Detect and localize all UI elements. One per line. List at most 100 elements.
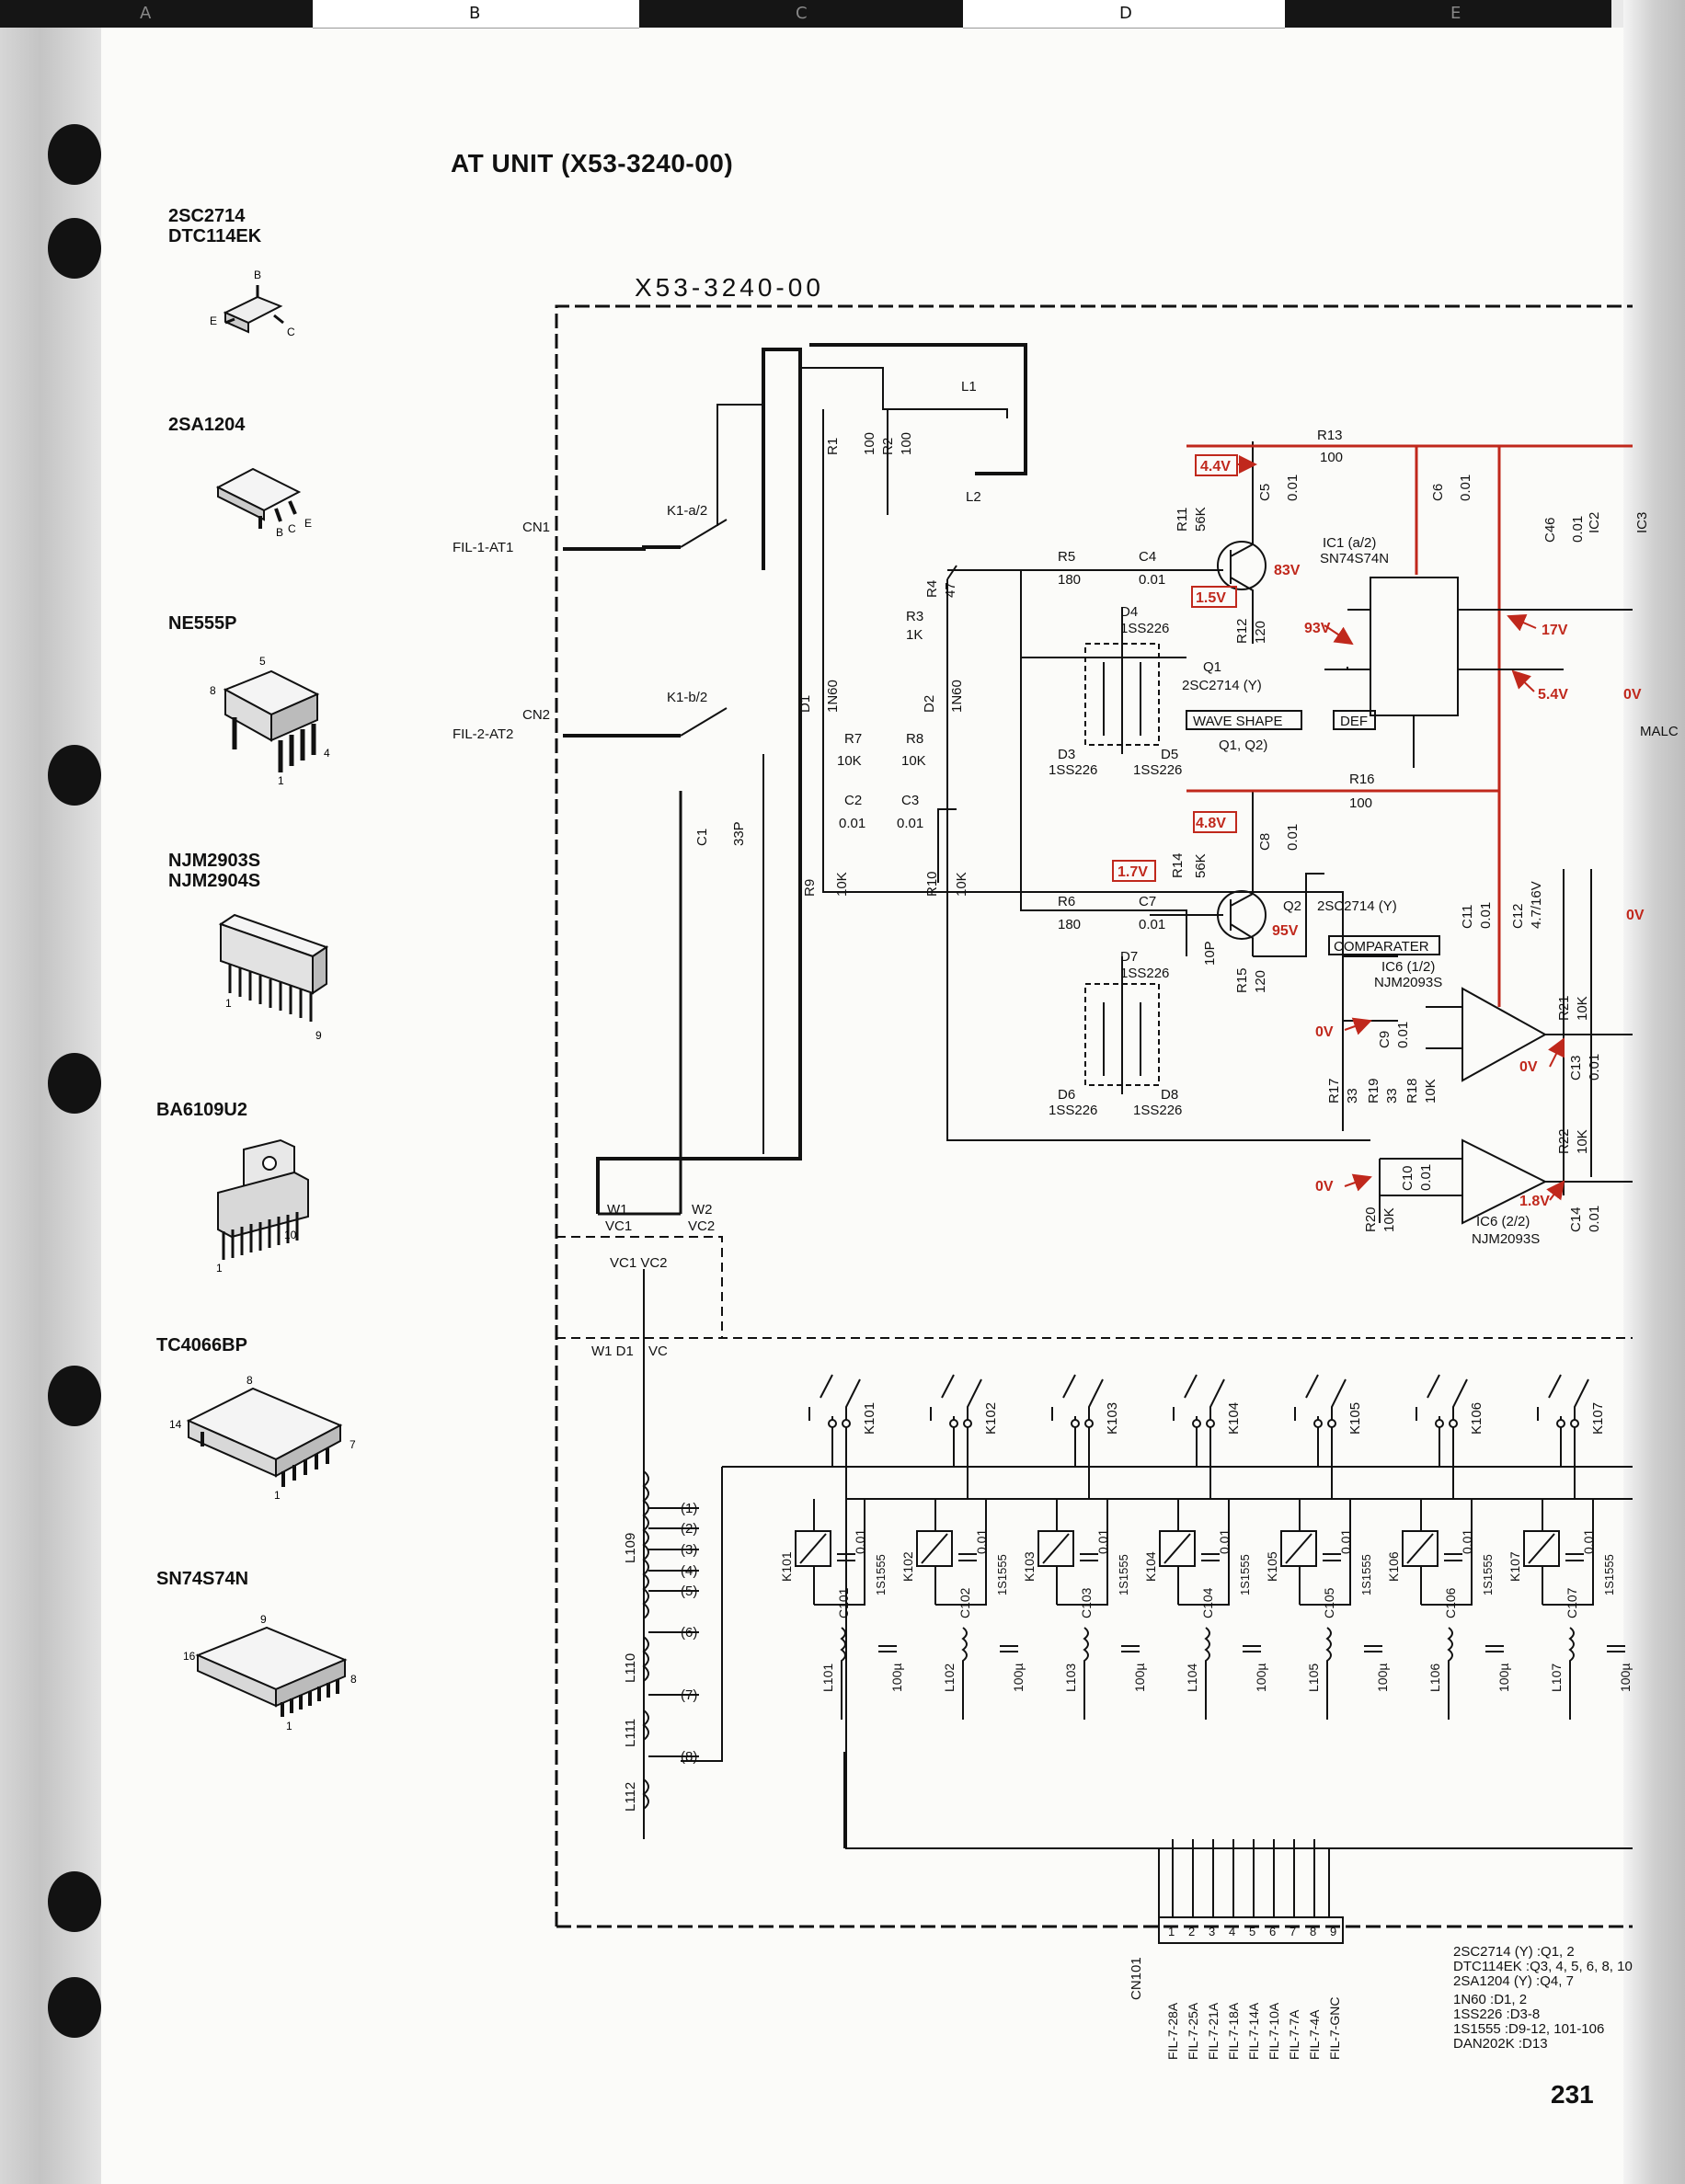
svg-text:1N60: 1N60 (949, 680, 965, 713)
inductor-label: L103 (1063, 1664, 1078, 1692)
connector-pin-number: 5 (1249, 1925, 1255, 1938)
svg-text:DEF: DEF (1340, 714, 1368, 729)
column-label-e: E (1450, 4, 1461, 23)
svg-text:0.01: 0.01 (897, 816, 923, 831)
connector-pin-number: 8 (1310, 1925, 1316, 1938)
column-band-c: C (639, 0, 963, 28)
svg-text:10K: 10K (901, 753, 926, 769)
svg-text:0.01: 0.01 (1395, 1022, 1411, 1048)
svg-text:IC6 (1/2): IC6 (1/2) (1381, 959, 1435, 975)
inductor-value: 100µ (1011, 1664, 1026, 1692)
svg-text:33: 33 (1345, 1088, 1360, 1103)
svg-text:33P: 33P (731, 821, 747, 846)
svg-text:83V: 83V (1274, 563, 1301, 578)
svg-text:C5: C5 (1257, 484, 1273, 501)
svg-text:1: 1 (216, 1262, 223, 1274)
svg-text:R10: R10 (924, 871, 940, 897)
page-edge (1623, 0, 1685, 2184)
svg-text:W1 D1: W1 D1 (591, 1344, 634, 1359)
svg-text:L109: L109 (623, 1533, 638, 1563)
inductor-label: L106 (1427, 1664, 1442, 1692)
svg-text:100: 100 (899, 432, 914, 455)
svg-text:Q1: Q1 (1203, 659, 1221, 675)
svg-text:D4: D4 (1120, 604, 1138, 620)
svg-text:1K: 1K (906, 627, 923, 643)
binder-hole (48, 124, 101, 185)
svg-text:K1-a/2: K1-a/2 (667, 503, 707, 519)
svg-text:10K: 10K (1575, 1129, 1590, 1154)
relay-coil-label: K103 (1022, 1551, 1037, 1582)
svg-text:56K: 56K (1193, 507, 1209, 532)
part-label-ne555p: NE555P (168, 613, 237, 634)
svg-text:2SC2714 (Y): 2SC2714 (Y) (1182, 678, 1262, 693)
svg-text:1: 1 (274, 1489, 281, 1502)
svg-text:1SS226: 1SS226 (1120, 621, 1169, 636)
svg-text:R1: R1 (825, 438, 841, 455)
capacitor-label: C106 (1443, 1587, 1458, 1618)
svg-text:R15: R15 (1234, 967, 1250, 993)
svg-text:E: E (210, 314, 217, 327)
svg-text:R9: R9 (802, 879, 818, 897)
connector-signal-label: FIL-7-21A (1206, 2002, 1221, 2060)
connector-signal-label: FIL-7-28A (1165, 2002, 1180, 2060)
svg-text:D8: D8 (1161, 1087, 1178, 1103)
page-title: AT UNIT (X53-3240-00) (451, 149, 734, 177)
svg-text:IC1 (a/2): IC1 (a/2) (1323, 535, 1376, 551)
connector-pin-number: 2 (1188, 1925, 1195, 1938)
dip8-package-icon: 5 8 4 1 (210, 655, 330, 786)
svg-text:1SS226: 1SS226 (1120, 966, 1169, 981)
svg-text:0.01: 0.01 (1139, 917, 1165, 932)
relay-coil-label: K101 (779, 1551, 794, 1582)
diode-type-label: 1S1555 (1481, 1554, 1495, 1595)
connector-pin-number: 6 (1269, 1925, 1276, 1938)
svg-text:L110: L110 (623, 1653, 638, 1683)
svg-text:B: B (276, 526, 283, 538)
capacitor-value: 0.01 (1095, 1529, 1110, 1554)
svg-text:VC2: VC2 (688, 1218, 715, 1234)
svg-text:5.4V: 5.4V (1538, 687, 1568, 703)
connector-pin-number: 4 (1229, 1925, 1235, 1938)
svg-text:CN1: CN1 (522, 520, 550, 535)
svg-text:E: E (304, 517, 312, 530)
relay-label: K103 (1105, 1402, 1120, 1435)
sot89-package-icon: B C E (215, 467, 312, 538)
svg-text:R11: R11 (1175, 508, 1190, 532)
svg-text:1: 1 (286, 1720, 292, 1732)
svg-text:L1: L1 (961, 379, 977, 394)
binder-hole (48, 1871, 101, 1932)
svg-text:R21: R21 (1556, 995, 1572, 1021)
capacitor-value: 0.01 (853, 1529, 867, 1554)
capacitor-label: C104 (1200, 1587, 1215, 1618)
connector-signal-label: FIL-7-25A (1186, 2002, 1200, 2060)
svg-text:1: 1 (278, 774, 284, 786)
svg-text:D1: D1 (797, 695, 813, 713)
svg-text:(8): (8) (681, 1749, 697, 1765)
relay-coil-label: K102 (900, 1551, 915, 1582)
diode-type-label: 1S1555 (874, 1554, 888, 1595)
svg-text:10P: 10P (1202, 941, 1218, 966)
svg-text:0.01: 0.01 (1139, 572, 1165, 588)
svg-text:D7: D7 (1120, 949, 1138, 965)
connector-pin-number: 9 (1330, 1925, 1336, 1938)
capacitor-value: 0.01 (1460, 1529, 1474, 1554)
svg-text:4.4V: 4.4V (1200, 459, 1231, 475)
svg-text:5: 5 (259, 655, 266, 668)
svg-text:(6): (6) (681, 1625, 697, 1641)
svg-text:0.01: 0.01 (1587, 1206, 1602, 1232)
svg-text:C13: C13 (1568, 1055, 1584, 1081)
svg-text:0V: 0V (1626, 908, 1645, 923)
svg-text:0V: 0V (1623, 687, 1642, 703)
capacitor-value: 0.01 (1217, 1529, 1232, 1554)
svg-text:120: 120 (1253, 621, 1268, 644)
svg-text:R20: R20 (1363, 1206, 1379, 1232)
svg-text:C12: C12 (1510, 903, 1526, 929)
svg-text:L112: L112 (623, 1782, 638, 1812)
binder-hole (48, 1053, 101, 1114)
svg-text:10K: 10K (1423, 1079, 1439, 1103)
svg-text:NJM2093S: NJM2093S (1374, 975, 1442, 990)
connector-signal-label: FIL-7-GNC (1327, 1997, 1342, 2060)
part-label-ba6109u2: BA6109U2 (156, 1100, 247, 1120)
